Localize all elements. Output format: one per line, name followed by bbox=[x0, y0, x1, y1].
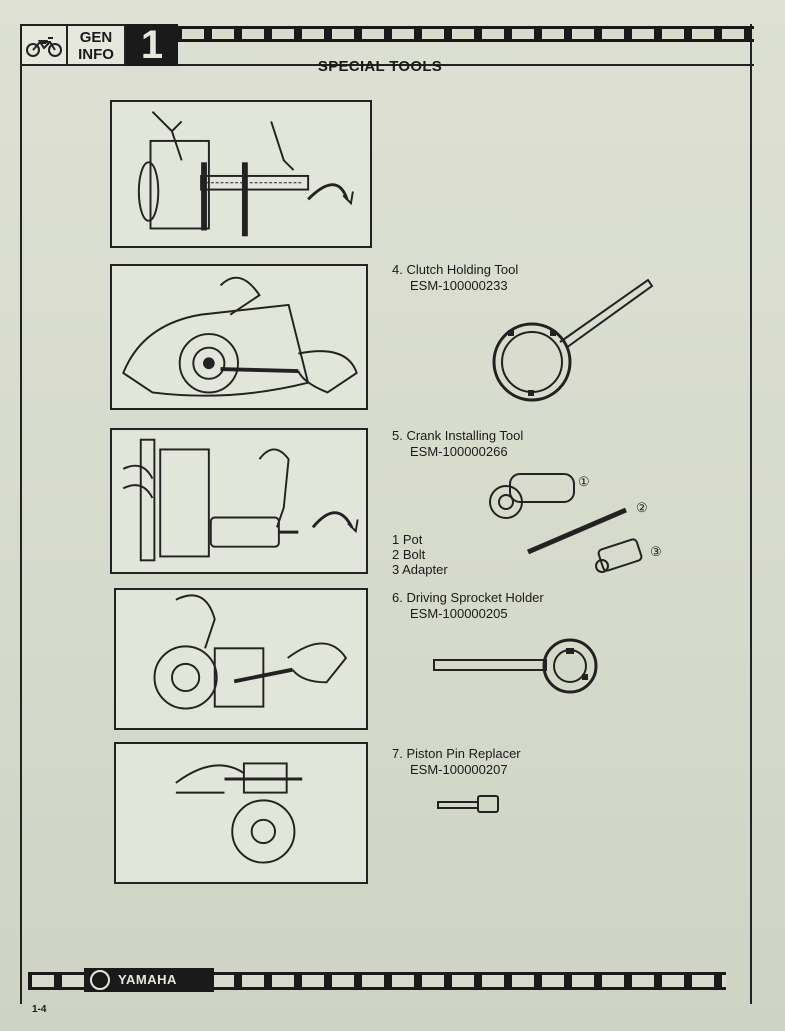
tool-6-title: 6. Driving Sprocket Holder bbox=[392, 590, 544, 605]
tool-6-code: ESM-100000205 bbox=[410, 606, 508, 621]
section-label: GEN INFO bbox=[68, 24, 126, 66]
page-frame bbox=[20, 24, 752, 1004]
tool-4-title: 4. Clutch Holding Tool bbox=[392, 262, 519, 277]
driving-sprocket-holder-icon bbox=[432, 638, 604, 696]
clutch-holding-tool-icon bbox=[488, 272, 658, 412]
tool-7-title: 7. Piston Pin Replacer bbox=[392, 746, 521, 761]
motorcycle-icon bbox=[20, 24, 68, 66]
legend-item-adapter: 3 Adapter bbox=[392, 562, 448, 577]
chapter-number: 1 bbox=[126, 24, 178, 66]
figure-clutch-holding bbox=[110, 264, 368, 410]
page-header: GEN INFO 1 bbox=[20, 24, 754, 68]
legend-item-bolt: 2 Bolt bbox=[392, 547, 426, 562]
section-label-line2: INFO bbox=[78, 46, 114, 63]
figure-piston-pin-replacing bbox=[114, 742, 368, 884]
tool-4-code: ESM-100000233 bbox=[410, 278, 508, 293]
section-label-line1: GEN bbox=[79, 29, 113, 46]
tuning-fork-emblem-icon bbox=[90, 970, 110, 990]
tool-5-code: ESM-100000266 bbox=[410, 444, 508, 459]
callout-2: ② bbox=[636, 500, 648, 515]
callout-1: ① bbox=[578, 474, 590, 489]
legend-item-pot: 1 Pot bbox=[392, 532, 423, 547]
figure-crankcase-separating bbox=[110, 100, 372, 248]
page-title: SPECIAL TOOLS bbox=[317, 58, 443, 75]
header-strip bbox=[178, 26, 754, 42]
figure-sprocket-holding bbox=[114, 588, 368, 730]
crank-parts-legend: 1 Pot 2 Bolt 3 Adapter bbox=[392, 532, 448, 577]
figure-crank-installing bbox=[110, 428, 368, 574]
crank-installing-tool-icon bbox=[486, 466, 666, 582]
page-number: 1-4 bbox=[32, 1004, 47, 1015]
piston-pin-replacer-icon bbox=[436, 794, 502, 816]
tool-7-code: ESM-100000207 bbox=[410, 762, 508, 777]
page-footer: YAMAHA bbox=[28, 968, 726, 1008]
callout-3: ③ bbox=[650, 544, 662, 559]
tool-5-title: 5. Crank Installing Tool bbox=[392, 428, 524, 443]
header-rule bbox=[178, 64, 754, 66]
